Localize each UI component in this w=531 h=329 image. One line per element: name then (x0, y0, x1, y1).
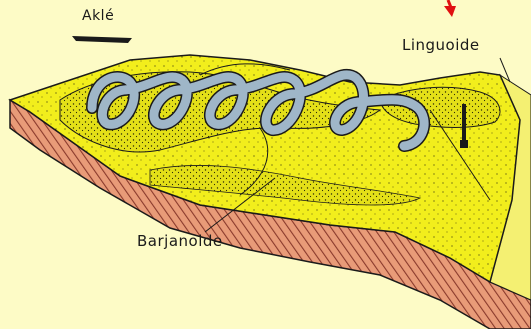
linguoide-label: Linguoide (402, 36, 480, 54)
arrow-down-icon (444, 0, 456, 17)
akle-label: Aklé (82, 8, 114, 24)
scale-bar-icon (72, 36, 132, 43)
barjanoide-label: Barjanoide (137, 232, 223, 250)
